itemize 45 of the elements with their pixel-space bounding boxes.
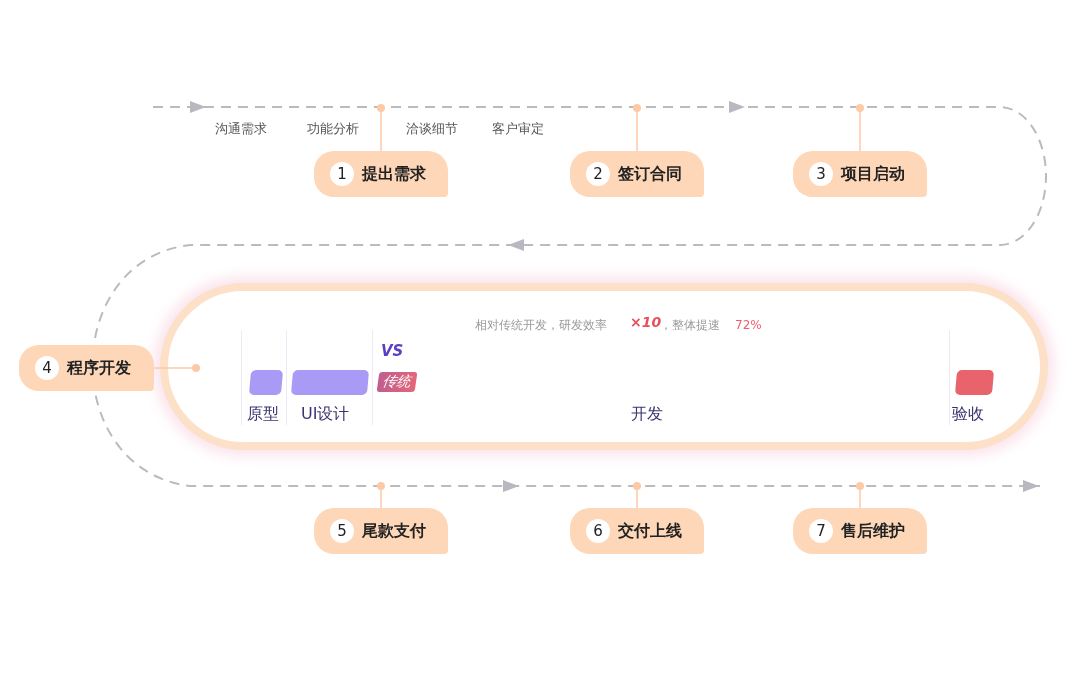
- step-label: 程序开发: [67, 357, 131, 379]
- task-bar: [248, 370, 284, 395]
- text-label: 开发: [631, 404, 663, 425]
- text-label: 原型: [247, 404, 279, 425]
- task-bar: [290, 370, 370, 395]
- tag: 传统: [376, 372, 418, 392]
- leader-line: [633, 482, 641, 509]
- text-label: 客户审定: [492, 120, 544, 138]
- step-box: [793, 151, 927, 197]
- leader-line: [153, 364, 200, 372]
- leader-line: [377, 104, 385, 152]
- step-box: [570, 151, 704, 197]
- step-number: 6: [586, 519, 610, 543]
- leader-line: [856, 482, 864, 509]
- step-number: 1: [330, 162, 354, 186]
- text-label: 功能分析: [307, 120, 359, 138]
- step-label: 尾款支付: [362, 520, 426, 542]
- leader-line: [377, 482, 385, 509]
- leader-line: [633, 104, 641, 152]
- leader-line: [856, 104, 864, 152]
- step-number: 3: [809, 162, 833, 186]
- step-label: 签订合同: [618, 163, 682, 185]
- step-box: [570, 508, 704, 554]
- step-box: [19, 345, 154, 391]
- step-label: 交付上线: [618, 520, 682, 542]
- text-label: 验收: [952, 404, 984, 425]
- task-bar: [954, 370, 995, 395]
- text-label: VS: [381, 342, 404, 360]
- step-number: 7: [809, 519, 833, 543]
- step-number: 4: [35, 356, 59, 380]
- step-label: 项目启动: [841, 163, 905, 185]
- text-label: 相对传统开发，研发效率: [475, 317, 607, 334]
- step-number: 2: [586, 162, 610, 186]
- text-label: 72%: [735, 318, 762, 332]
- text-label: UI设计: [301, 404, 350, 425]
- step-box: [314, 508, 448, 554]
- step-label: 售后维护: [841, 520, 905, 542]
- step-box: [793, 508, 927, 554]
- step-box: [314, 151, 448, 197]
- text-label: ，整体提速: [660, 318, 720, 334]
- text-label: 洽谈细节: [406, 120, 458, 138]
- step-label: 提出需求: [362, 163, 426, 185]
- step-number: 5: [330, 519, 354, 543]
- text-label: 沟通需求: [215, 120, 267, 138]
- text-label: ×10: [630, 314, 662, 330]
